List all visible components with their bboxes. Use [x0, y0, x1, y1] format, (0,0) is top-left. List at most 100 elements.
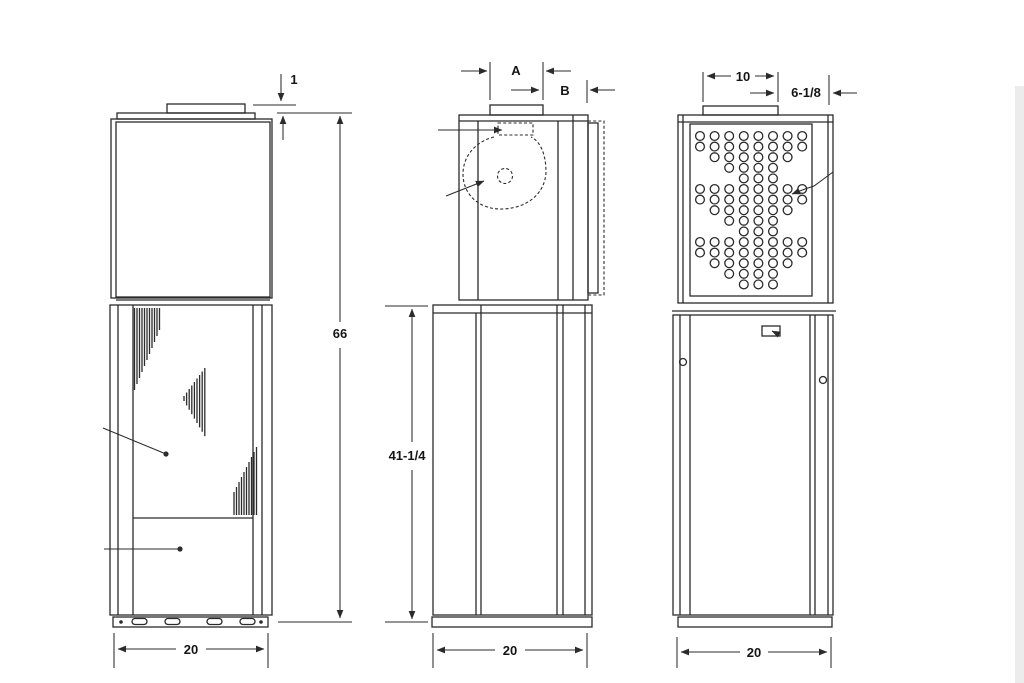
perforation-holes — [694, 130, 808, 290]
side-cabinet-outline — [431, 104, 605, 628]
vent-hole — [767, 141, 779, 152]
vent-hole — [767, 130, 779, 142]
vent-hole — [782, 183, 793, 195]
vent-hole — [738, 205, 749, 216]
vent-hole — [753, 205, 764, 216]
vent-hole — [724, 215, 735, 226]
vent-hole — [753, 226, 764, 237]
vent-hole — [738, 226, 749, 237]
vent-hole — [724, 183, 735, 195]
vent-hole — [767, 279, 779, 290]
rear-duct-flange — [587, 122, 599, 294]
side-top-cap — [489, 104, 544, 116]
dim-b: B — [511, 80, 615, 103]
base-slot — [131, 617, 148, 626]
base-slot — [206, 617, 223, 626]
perforated-panel — [689, 123, 813, 297]
vent-hole — [767, 268, 779, 279]
vent-hole — [782, 205, 793, 216]
vent-hole — [797, 236, 808, 248]
dim-label-a: A — [511, 63, 521, 78]
vent-hole — [709, 247, 720, 258]
blower-outlet — [497, 122, 534, 136]
vent-hole — [753, 247, 764, 258]
vent-hole — [753, 258, 764, 269]
vent-hole — [782, 247, 793, 258]
dim-overall-height: 66 — [278, 115, 352, 623]
vent-hole — [782, 152, 793, 163]
vent-hole — [782, 141, 793, 152]
vent-hole — [724, 258, 735, 269]
dim-cap-height: 1 — [253, 72, 352, 140]
front-leader-callout-1 — [102, 427, 169, 457]
vent-hole — [753, 141, 764, 152]
vent-hole — [709, 141, 720, 152]
rear-duct-flange-dashed — [588, 120, 605, 296]
dim-label-cap-width: 10 — [736, 69, 750, 84]
base-slot — [239, 617, 256, 626]
dim-label-cabinet-height: 41-1/4 — [389, 448, 427, 463]
vent-hole — [694, 130, 706, 142]
dim-depth-side: 20 — [432, 633, 588, 668]
vent-hole — [738, 279, 749, 290]
vent-hole — [797, 141, 808, 152]
vent-hole — [709, 183, 720, 195]
vent-hole — [724, 130, 735, 142]
vent-hole — [782, 258, 793, 269]
vent-hole — [797, 194, 808, 205]
vent-hole — [694, 194, 706, 205]
front-cabinet-outline — [109, 103, 273, 616]
blower-scroll-dashed — [462, 122, 547, 210]
screw-hole-right — [818, 375, 828, 385]
screw-hole-left — [678, 357, 688, 367]
vent-hole — [709, 152, 720, 163]
vent-hole — [782, 130, 793, 142]
vent-hole — [767, 258, 779, 269]
dim-width-front: 20 — [113, 633, 269, 668]
vent-hole — [782, 236, 793, 248]
vent-hole — [724, 162, 735, 173]
dim-label-overall-height: 66 — [333, 326, 347, 341]
rear-leader-perforation — [791, 171, 834, 195]
dim-label-b: B — [560, 83, 569, 98]
dim-label-width-rear: 20 — [747, 645, 761, 660]
vent-hole — [797, 130, 808, 142]
vent-hole — [694, 141, 706, 152]
vent-hole — [767, 173, 779, 184]
vent-hole — [738, 141, 749, 152]
front-view: 1 66 20 — [102, 72, 352, 668]
vent-hole — [738, 130, 749, 142]
vent-hole — [709, 194, 720, 205]
vent-hole — [738, 173, 749, 184]
vent-hole — [753, 162, 764, 173]
vent-hole — [738, 215, 749, 226]
vent-hole — [753, 268, 764, 279]
vent-hole — [738, 194, 749, 205]
vent-hole — [724, 247, 735, 258]
page-edge — [1015, 86, 1024, 683]
vent-hole — [724, 152, 735, 163]
vent-hole — [738, 152, 749, 163]
side-view: A B 41-1/4 20 — [385, 62, 615, 668]
vent-hole — [767, 194, 779, 205]
vent-hole — [753, 130, 764, 142]
vent-hole — [753, 152, 764, 163]
dim-a: A — [461, 62, 571, 100]
vent-hole — [767, 205, 779, 216]
vent-hole — [738, 183, 749, 195]
vent-hole — [767, 152, 779, 163]
front-base — [112, 616, 269, 628]
vent-hole — [738, 268, 749, 279]
vent-hole — [738, 258, 749, 269]
vent-hole — [709, 236, 720, 248]
dim-label-width-front: 20 — [184, 642, 198, 657]
vent-hole — [709, 258, 720, 269]
vent-hole — [724, 205, 735, 216]
dim-cap-offset: 6-1/8 — [750, 75, 857, 105]
dim-cap-width: 10 — [702, 69, 779, 102]
vent-hole — [753, 279, 764, 290]
rear-top-cap — [702, 105, 779, 116]
side-leader-callout-2 — [445, 180, 485, 197]
